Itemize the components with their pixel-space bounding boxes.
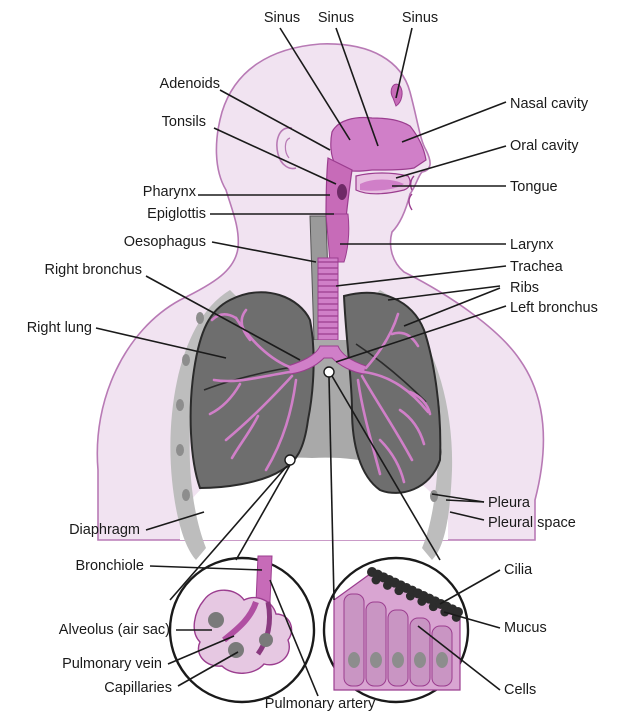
label-nasal-cavity: Nasal cavity [510,96,589,112]
label-pulmonary-artery: Pulmonary artery [265,696,376,712]
rib-dot [176,444,184,456]
label-pleura: Pleura [488,495,531,511]
rib-dot [176,399,184,411]
label-bronchiole: Bronchiole [75,558,144,574]
epithelial-cell [388,610,408,686]
label-left-bronchus: Left bronchus [510,300,598,316]
label-ribs: Ribs [510,280,539,296]
trachea-zoom-point [324,367,334,377]
cell-nucleus [370,652,382,668]
bronchiole-tube [256,556,272,602]
label-epiglottis: Epiglottis [147,206,206,222]
larynx-shape [326,214,349,262]
label-pleural-space: Pleural space [488,515,576,531]
label-sinus-1: Sinus [264,10,300,26]
epithelial-cell [344,594,364,686]
label-cells: Cells [504,682,536,698]
label-oesophagus: Oesophagus [124,234,206,250]
alveolus-inset [170,556,314,702]
bronchiole-zoom-point [285,455,295,465]
trachea-rings [318,262,338,346]
label-larynx: Larynx [510,237,554,253]
thorax [170,290,452,560]
label-mucus: Mucus [504,620,547,636]
label-right-lung: Right lung [27,320,92,336]
label-alveolus: Alveolus (air sac) [59,622,170,638]
label-cilia: Cilia [504,562,533,578]
label-trachea: Trachea [510,259,564,275]
rib-dot [430,490,438,502]
cilia-inset [324,558,468,702]
cell-nucleus [392,652,404,668]
label-adenoids: Adenoids [160,76,220,92]
rib-dot [182,354,190,366]
label-sinus-2: Sinus [318,10,354,26]
capillary-bed-1 [208,612,224,628]
label-tonsils: Tonsils [162,114,206,130]
cell-nucleus [348,652,360,668]
label-oral-cavity: Oral cavity [510,138,579,154]
rib-dot [182,489,190,501]
epithelial-cell [366,602,386,686]
label-pharynx: Pharynx [143,184,197,200]
label-sinus-3: Sinus [402,10,438,26]
label-diaphragm: Diaphragm [69,522,140,538]
label-pulmonary-vein: Pulmonary vein [62,656,162,672]
tonsil-shape [337,184,347,200]
label-capillaries: Capillaries [104,680,172,696]
label-right-bronchus: Right bronchus [44,262,142,278]
label-tongue: Tongue [510,179,558,195]
capillary-bed-3 [259,633,273,647]
cell-nucleus [436,652,448,668]
cell-nucleus [414,652,426,668]
rib-dot [196,312,204,324]
